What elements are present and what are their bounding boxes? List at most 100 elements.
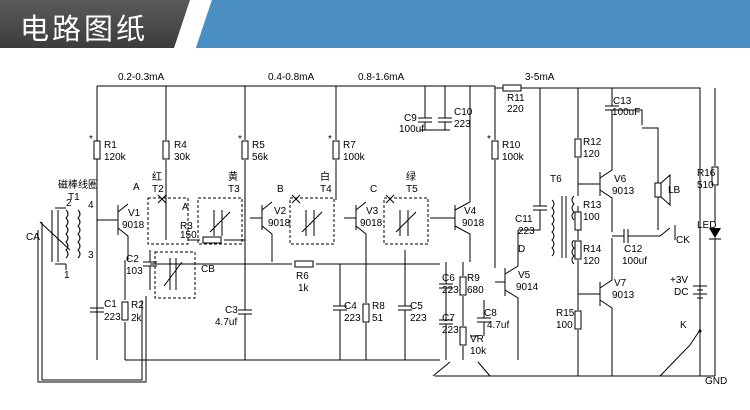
capacitor-c3: C3 4.7uf — [215, 300, 252, 360]
resistor-r8: R8 51 — [362, 300, 385, 360]
svg-text:R15: R15 — [556, 308, 575, 319]
svg-text:9013: 9013 — [612, 290, 635, 301]
svg-text:150: 150 — [180, 230, 197, 241]
svg-text:T6: T6 — [550, 174, 562, 185]
svg-text:3: 3 — [88, 250, 94, 261]
svg-text:*: * — [89, 134, 93, 145]
feedback-loop-left — [37, 222, 147, 383]
resistor-r16: R16 510 — [697, 88, 719, 222]
svg-text:680: 680 — [467, 285, 484, 296]
svg-text:C5: C5 — [410, 301, 423, 312]
svg-text:LED: LED — [697, 220, 716, 231]
battery-3v: +3V DC — [670, 275, 707, 299]
transistor-v5: V5 9014 D — [495, 230, 539, 360]
svg-text:R3: R3 — [180, 221, 193, 232]
svg-text:30k: 30k — [174, 152, 191, 163]
svg-text:100uF: 100uF — [612, 107, 640, 118]
circuit-schematic: 0.2-0.3mA 0.4-0.8mA 0.8-1.6mA 3-5mA * R1… — [26, 72, 727, 387]
resistor-r13: R13 100 — [574, 200, 602, 231]
resistor-r6: R6 1k — [150, 260, 440, 294]
capacitor-c6: C6 223 — [439, 262, 459, 320]
resistor-r12: R12 120 — [574, 88, 602, 196]
svg-text:黄: 黄 — [228, 170, 238, 183]
svg-text:CK: CK — [676, 235, 690, 246]
resistor-r10: * R10 100k — [487, 86, 525, 268]
resistor-r7: * R7 100k — [328, 86, 366, 200]
svg-text:D: D — [518, 244, 525, 255]
svg-text:220: 220 — [507, 104, 524, 115]
power-switch-k: K — [680, 320, 702, 376]
svg-text:GND: GND — [705, 376, 727, 387]
svg-text:C3: C3 — [225, 305, 238, 316]
resistor-r3: R3 150 — [180, 221, 245, 244]
svg-text:120: 120 — [583, 256, 600, 267]
transistor-v1: V1 9018 A — [97, 182, 145, 260]
svg-text:T5: T5 — [406, 184, 418, 195]
svg-text:9018: 9018 — [268, 218, 291, 229]
resistor-r2: R2 2k — [121, 260, 144, 360]
current-label-2: 0.4-0.8mA — [268, 72, 314, 83]
led-indicator: LED — [697, 220, 721, 376]
svg-text:V6: V6 — [614, 174, 627, 185]
svg-text:C8: C8 — [484, 308, 497, 319]
svg-text:T2: T2 — [152, 184, 164, 195]
variable-capacitor-cb: CB — [154, 251, 215, 299]
header-banner: 电路图纸 — [0, 0, 750, 48]
svg-text:*: * — [328, 134, 332, 145]
capacitor-c10: C10 223 — [420, 86, 473, 131]
svg-text:R11: R11 — [507, 93, 525, 104]
svg-text:V1: V1 — [128, 208, 141, 219]
svg-text:1: 1 — [64, 270, 70, 281]
svg-text:C13: C13 — [613, 96, 632, 107]
capacitor-c8: C8 4.7uf — [477, 300, 509, 336]
svg-text:223: 223 — [442, 285, 459, 296]
svg-text:LB: LB — [668, 185, 681, 196]
svg-text:R4: R4 — [174, 140, 187, 151]
svg-text:C9: C9 — [404, 113, 417, 124]
return-wire — [432, 361, 491, 377]
svg-text:223: 223 — [442, 325, 459, 336]
transistor-v3: V3 9018 C — [344, 184, 383, 300]
svg-text:B: B — [277, 184, 284, 195]
svg-text:R2: R2 — [131, 300, 144, 311]
svg-text:4.7uf: 4.7uf — [215, 317, 237, 328]
svg-text:100k: 100k — [502, 152, 525, 163]
svg-text:磁棒线圈: 磁棒线圈 — [58, 178, 98, 191]
svg-text:A: A — [133, 182, 140, 193]
svg-text:*: * — [238, 134, 242, 145]
svg-text:51: 51 — [372, 313, 384, 324]
svg-text:V5: V5 — [518, 270, 531, 281]
ground-rail — [125, 359, 715, 377]
transistor-v4: V4 9018 — [430, 86, 485, 262]
svg-text:红: 红 — [152, 170, 162, 183]
svg-text:白: 白 — [320, 170, 330, 183]
current-label-4: 3-5mA — [525, 72, 555, 83]
current-label-3: 0.8-1.6mA — [358, 72, 404, 83]
antenna-coil-t1: 磁棒线圈 T1 CA 2 4 3 1 — [26, 178, 98, 281]
svg-text:C2: C2 — [126, 254, 139, 265]
transformer-t2-red: 红 T2 A — [147, 170, 189, 245]
svg-text:9013: 9013 — [612, 186, 635, 197]
transformer-t5-green: 绿 T5 — [383, 170, 429, 245]
svg-text:223: 223 — [410, 313, 427, 324]
resistor-r14: R14 120 — [574, 230, 602, 267]
svg-text:C11: C11 — [515, 214, 533, 225]
resistor-r15: R15 100 — [556, 260, 582, 376]
header-divider-shape — [174, 0, 750, 48]
svg-text:223: 223 — [104, 312, 121, 323]
svg-text:V4: V4 — [464, 206, 477, 217]
transformer-t3-yellow: 黄 T3 — [197, 170, 243, 245]
svg-text:R6: R6 — [296, 271, 309, 282]
speaker-lb: LB — [642, 127, 681, 230]
svg-text:9018: 9018 — [122, 220, 145, 231]
svg-text:T1: T1 — [68, 192, 80, 203]
svg-text:10k: 10k — [470, 346, 487, 357]
svg-text:*: * — [487, 134, 491, 145]
resistor-r9: R9 680 — [459, 262, 484, 320]
svg-text:9018: 9018 — [462, 218, 485, 229]
svg-text:100uf: 100uf — [399, 124, 424, 135]
transformer-t6: T6 — [550, 174, 575, 265]
capacitor-c12: C12 100uf — [612, 229, 660, 267]
capacitor-c1: C1 223 — [90, 299, 121, 360]
svg-text:100uf: 100uf — [622, 256, 647, 267]
